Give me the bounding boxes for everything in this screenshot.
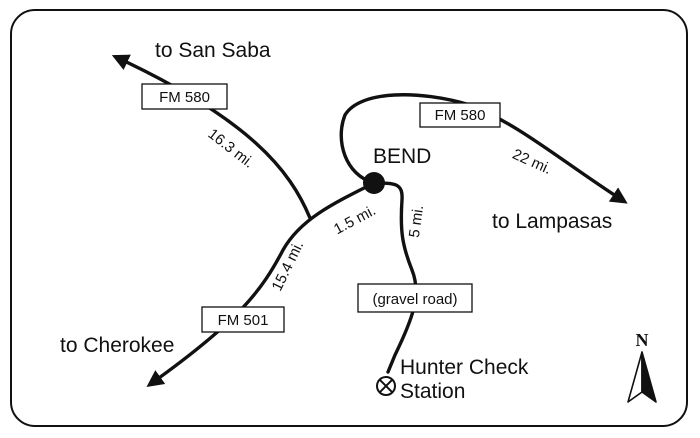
road-fm580-to-lampasas [339,93,628,204]
sign-fm580-east-label: FM 580 [435,107,486,124]
label-to-lampasas: to Lampasas [492,210,612,233]
sign-gravel-road: (gravel road) [357,283,473,313]
road-fm501-to-cherokee [146,181,376,387]
sign-fm580-west-label: FM 580 [159,89,210,106]
label-to-cherokee: to Cherokee [60,334,174,357]
distance-bend-to-station: 5 mi. [406,204,427,239]
label-station-line2: Station [400,380,465,403]
sign-fm580-east: FM 580 [419,102,501,128]
sign-fm580-west: FM 580 [141,83,228,110]
north-label: N [636,330,649,350]
sign-fm501-label: FM 501 [218,312,269,329]
road-to-san-saba [111,54,312,220]
map-border [10,9,688,427]
label-station-line1: Hunter Check [400,356,529,379]
north-arrow-icon [627,351,657,403]
circle-x-icon [376,376,396,396]
label-bend: BEND [373,145,431,168]
sign-fm501: FM 501 [201,306,285,333]
road-gravel-to-station [372,181,418,374]
label-to-san-saba: to San Saba [155,39,271,62]
bend-town-marker [363,172,385,194]
sign-gravel-road-label: (gravel road) [372,291,457,308]
